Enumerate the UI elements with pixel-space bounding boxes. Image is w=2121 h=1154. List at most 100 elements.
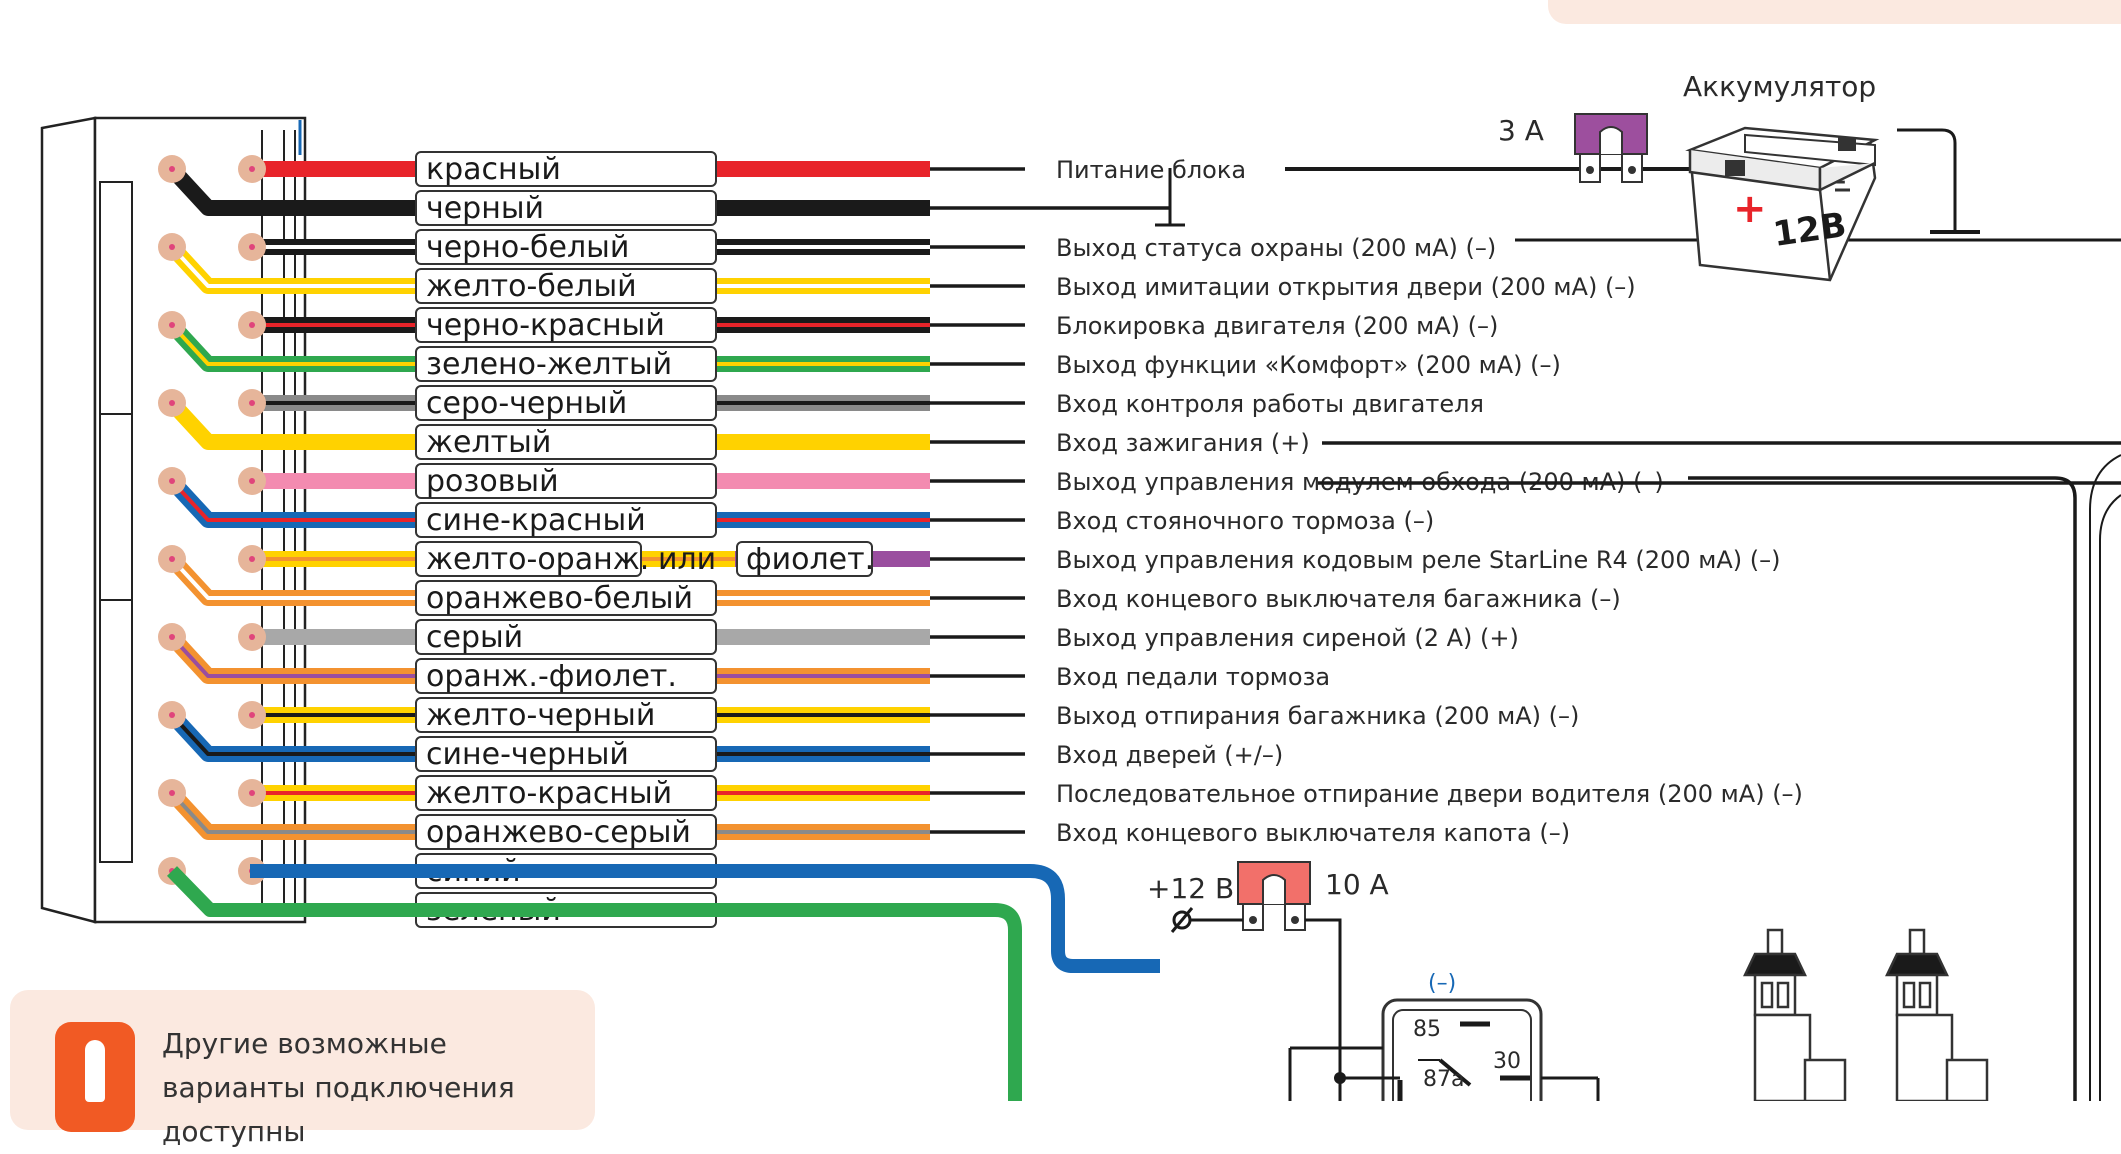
wire-label: серо-черный xyxy=(426,386,627,421)
wire-description: Последовательное отпирание двери водител… xyxy=(1056,780,1803,808)
connection-lines xyxy=(1155,128,2121,1101)
wire-label: черно-красный xyxy=(426,308,665,343)
wire-label-box xyxy=(415,229,717,265)
wire-label-box xyxy=(415,268,717,304)
battery-icon xyxy=(1685,126,1880,282)
connector-pin-dot xyxy=(169,166,175,172)
wire-description: Вход зажигания (+) xyxy=(1056,429,1310,457)
wire-label-box xyxy=(415,385,717,421)
wire-description: Вход концевого выключателя капота (–) xyxy=(1056,819,1570,847)
note-text: Другие возможные варианты подключения до… xyxy=(162,1027,515,1148)
connector-pin-dot xyxy=(249,244,255,250)
wire-label-box xyxy=(415,619,717,655)
wire-label-box xyxy=(415,736,717,772)
wire-label-box xyxy=(415,580,717,616)
wire-description: Вход педали тормоза xyxy=(1056,663,1330,691)
wire-label: желто-белый xyxy=(426,269,637,304)
connector-pin-dot xyxy=(249,478,255,484)
relay-pin-87a: 87a xyxy=(1423,1067,1464,1092)
relay-pin-85: 85 xyxy=(1413,1017,1441,1042)
wire-description: Выход управления сиреной (2 А) (+) xyxy=(1056,624,1519,652)
connector-pin-dot xyxy=(249,556,255,562)
edge-arc-2 xyxy=(2099,494,2121,1101)
supply-12v-label: +12 В xyxy=(1147,872,1234,905)
connector-pin-dot xyxy=(249,634,255,640)
door-actuator-icon-1 xyxy=(1743,928,1847,1101)
wire-label: оранж.-фиолет. xyxy=(426,659,677,694)
connector-pin-dot xyxy=(169,400,175,406)
connector-pin-dot xyxy=(169,634,175,640)
wire-label-box-alt xyxy=(736,541,873,577)
wire-label-box xyxy=(415,424,717,460)
connector-pin-dot xyxy=(249,400,255,406)
relay-polarity: (–) xyxy=(1428,971,1456,996)
relay-pin-30: 30 xyxy=(1493,1049,1521,1074)
wire-label: красный xyxy=(426,152,561,187)
fuse-3a xyxy=(1574,113,1648,183)
wire-label-box xyxy=(415,502,717,538)
wire-label-box xyxy=(415,463,717,499)
wire-label: черно-белый xyxy=(426,230,629,265)
battery-minus: – xyxy=(1835,169,1846,194)
connector-pin-dot xyxy=(249,322,255,328)
fuse-10a xyxy=(1237,861,1311,931)
fuse-10a-label: 10 А xyxy=(1325,868,1389,901)
battery-plus: + xyxy=(1733,186,1767,232)
relay xyxy=(1381,998,1543,1101)
connector-pin-dot xyxy=(169,322,175,328)
wire-label-box xyxy=(415,658,717,694)
wire-label: желтый xyxy=(426,425,551,460)
wire-label-or: или xyxy=(658,542,716,577)
wire-19 xyxy=(166,866,1022,1101)
relay-wiring xyxy=(1288,1046,1600,1101)
wire-label: оранжево-белый xyxy=(426,581,693,616)
wire-18 xyxy=(250,864,1160,973)
connector-pin-dot xyxy=(249,166,255,172)
wire-description: Выход функции «Комфорт» (200 мА) (–) xyxy=(1056,351,1561,379)
wire-description: Вход дверей (+/–) xyxy=(1056,741,1283,769)
wire-label-box xyxy=(415,814,717,850)
wire-label: оранжево-серый xyxy=(426,815,691,850)
info-note: Другие возможные варианты подключения до… xyxy=(10,990,595,1148)
wire-label-box xyxy=(415,307,717,343)
wire-label: сине-красный xyxy=(426,503,646,538)
wire-label: желто-черный xyxy=(426,698,655,733)
wire-label: желто-красный xyxy=(426,776,672,811)
wire-label-box xyxy=(415,151,717,187)
wire-label-alt: фиолет. xyxy=(746,542,874,577)
wire-labels: красный черный черно-белый желто-белый черно… xyxy=(415,151,874,928)
connector-pin-dot xyxy=(169,712,175,718)
connector-pin-dot xyxy=(249,790,255,796)
connector-pin-dot xyxy=(169,790,175,796)
wire-label-box xyxy=(415,541,642,577)
wire-label-box xyxy=(415,697,717,733)
wire-label: серый xyxy=(426,620,523,655)
connector-pin-dot xyxy=(249,712,255,718)
connector-pin-dot xyxy=(169,478,175,484)
wire-label-box xyxy=(415,190,717,226)
edge-arc xyxy=(2089,454,2121,1101)
fuse-3a-label: 3 А xyxy=(1498,114,1544,147)
wire-label: зелено-желтый xyxy=(426,347,672,382)
wire-label: желто-оранж. xyxy=(426,542,649,577)
wire-label: розовый xyxy=(426,464,559,499)
wire-description: Выход управления кодовым реле StarLine R… xyxy=(1056,546,1780,574)
alert-icon xyxy=(55,1022,135,1132)
wire-description: Вход контроля работы двигателя xyxy=(1056,390,1484,418)
wire-description: Выход статуса охраны (200 мА) (–) xyxy=(1056,234,1496,262)
wire-label-box xyxy=(415,346,717,382)
wire-description: Вход стояночного тормоза (–) xyxy=(1056,507,1434,535)
wire-label-box xyxy=(415,775,717,811)
wire-description: Питание блока xyxy=(1056,156,1246,184)
wire-description: Выход имитации открытия двери (200 мА) (… xyxy=(1056,273,1636,301)
wire-description: Вход концевого выключателя багажника (–) xyxy=(1056,585,1621,613)
junction-dot xyxy=(1334,1072,1346,1084)
connector-pin-dot xyxy=(169,556,175,562)
top-info-panel xyxy=(1548,0,2121,24)
wire-description: Выход отпирания багажника (200 мА) (–) xyxy=(1056,702,1579,730)
wire-label: сине-черный xyxy=(426,737,629,772)
battery-label: Аккумулятор xyxy=(1683,70,1876,103)
connector-pin-dot xyxy=(169,244,175,250)
wire-label: черный xyxy=(426,191,544,226)
